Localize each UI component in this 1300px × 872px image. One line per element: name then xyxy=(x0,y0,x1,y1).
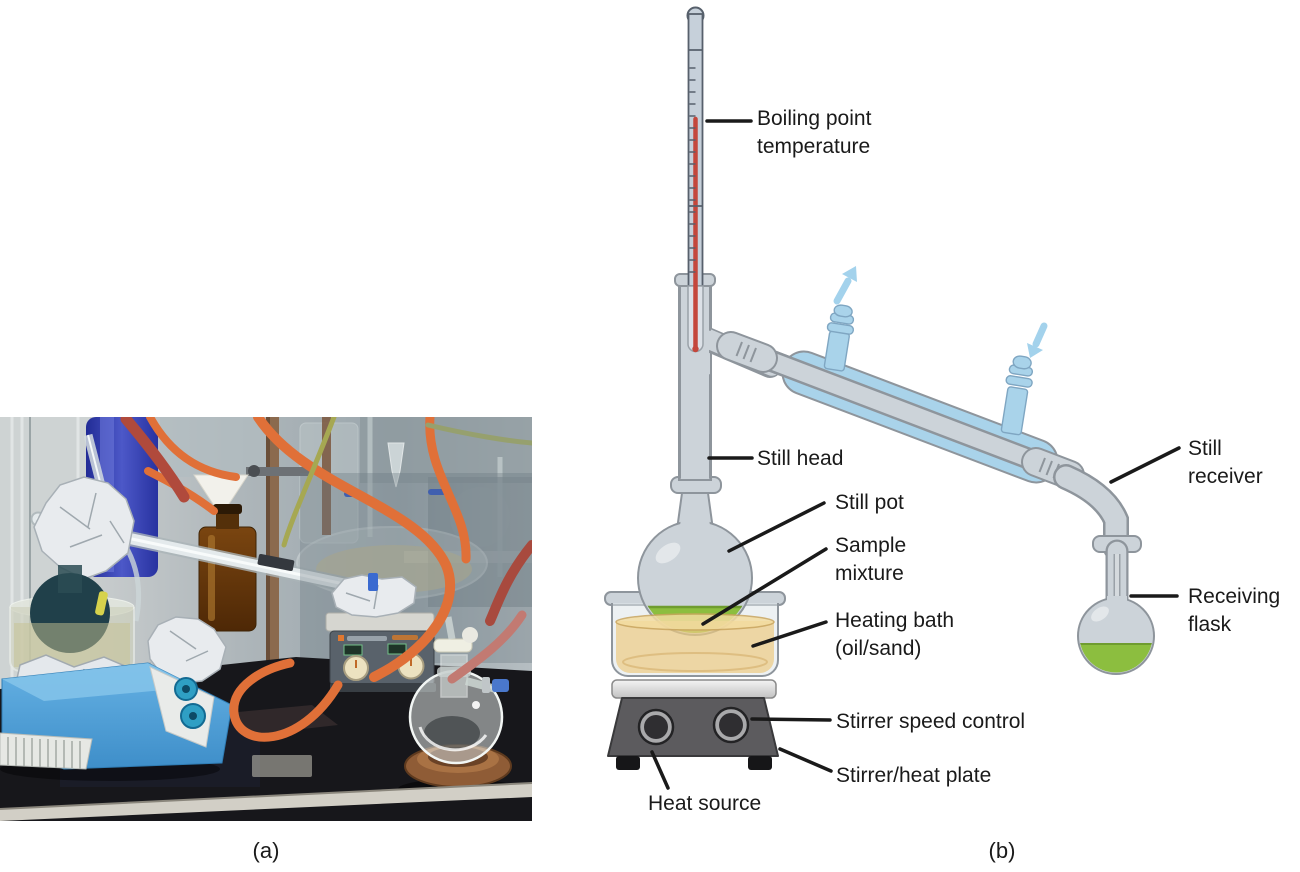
water-in-arrow xyxy=(1027,322,1048,358)
label-receiving-flask: Receiving flask xyxy=(1188,583,1280,639)
leader-still-receiver xyxy=(1109,446,1181,484)
leader-sample-mixture xyxy=(701,547,828,626)
foil-tray xyxy=(331,574,417,618)
label-line: flask xyxy=(1188,613,1232,636)
plate-foot xyxy=(748,756,772,770)
dropping-funnel xyxy=(387,442,405,488)
stirrer-heat-plate xyxy=(607,679,779,770)
label-line: Receiving xyxy=(1188,585,1281,608)
label-line: receiver xyxy=(1188,465,1263,488)
heating-bath-liquid xyxy=(611,603,779,677)
label-line: Heating bath xyxy=(835,609,955,632)
still-pot xyxy=(637,476,753,636)
label-line: Still head xyxy=(757,447,844,470)
label-boiling-point-temperature: Boiling point temperature xyxy=(757,105,871,161)
label-line: Stirrer/heat plate xyxy=(836,764,992,787)
leader-stirrer-plate xyxy=(778,747,833,773)
label-still-pot: Still pot xyxy=(835,489,904,517)
label-heating-bath: Heating bath (oil/sand) xyxy=(835,607,954,663)
receiving-flask xyxy=(1077,596,1155,675)
label-line: Still xyxy=(1188,437,1222,460)
leader-still-pot xyxy=(727,501,826,553)
leader-heating-bath xyxy=(751,620,828,648)
lab-photo-svg xyxy=(0,417,532,821)
label-stirrer-speed-control: Stirrer speed control xyxy=(836,708,1025,736)
blue-stirrer-hotplate xyxy=(0,662,233,770)
water-outlet-barb xyxy=(823,304,855,372)
thermometer xyxy=(686,6,705,353)
stirrer-speed-knob xyxy=(712,706,750,744)
leader-stirrer-speed xyxy=(750,717,832,722)
distillate-liquid xyxy=(1079,643,1153,673)
label-still-head: Still head xyxy=(757,445,843,473)
plate-foot xyxy=(616,756,640,770)
thermometer-ticks xyxy=(689,67,696,273)
leader-lines xyxy=(650,119,1181,790)
label-line: temperature xyxy=(757,135,871,158)
label-line: (oil/sand) xyxy=(835,637,922,660)
label-line: Still pot xyxy=(835,491,904,514)
tubing xyxy=(120,417,532,742)
leader-heat-source xyxy=(650,750,670,790)
still-receiver xyxy=(1053,464,1142,612)
label-still-receiver: Still receiver xyxy=(1188,435,1263,491)
bench-front-edge xyxy=(0,782,532,821)
ground-glass-joint-left xyxy=(716,331,778,373)
water-inlet-barb xyxy=(1000,355,1034,436)
label-line: Sample xyxy=(835,534,907,557)
foil-wrap-left xyxy=(33,476,135,580)
label-line: Stirrer speed control xyxy=(836,710,1026,733)
label-stirrer-heat-plate: Stirrer/heat plate xyxy=(836,762,991,790)
caption-a: (a) xyxy=(252,838,280,863)
label-line: mixture xyxy=(835,562,904,585)
label-line: Heat source xyxy=(648,792,762,815)
water-out-arrow xyxy=(833,266,857,305)
lab-photo xyxy=(0,417,532,821)
caption-b: (b) xyxy=(988,838,1016,863)
heat-source-knob xyxy=(637,708,675,746)
label-line: Boiling point xyxy=(757,107,872,130)
label-sample-mixture: Sample mixture xyxy=(835,532,906,588)
label-heat-source: Heat source xyxy=(648,790,761,818)
